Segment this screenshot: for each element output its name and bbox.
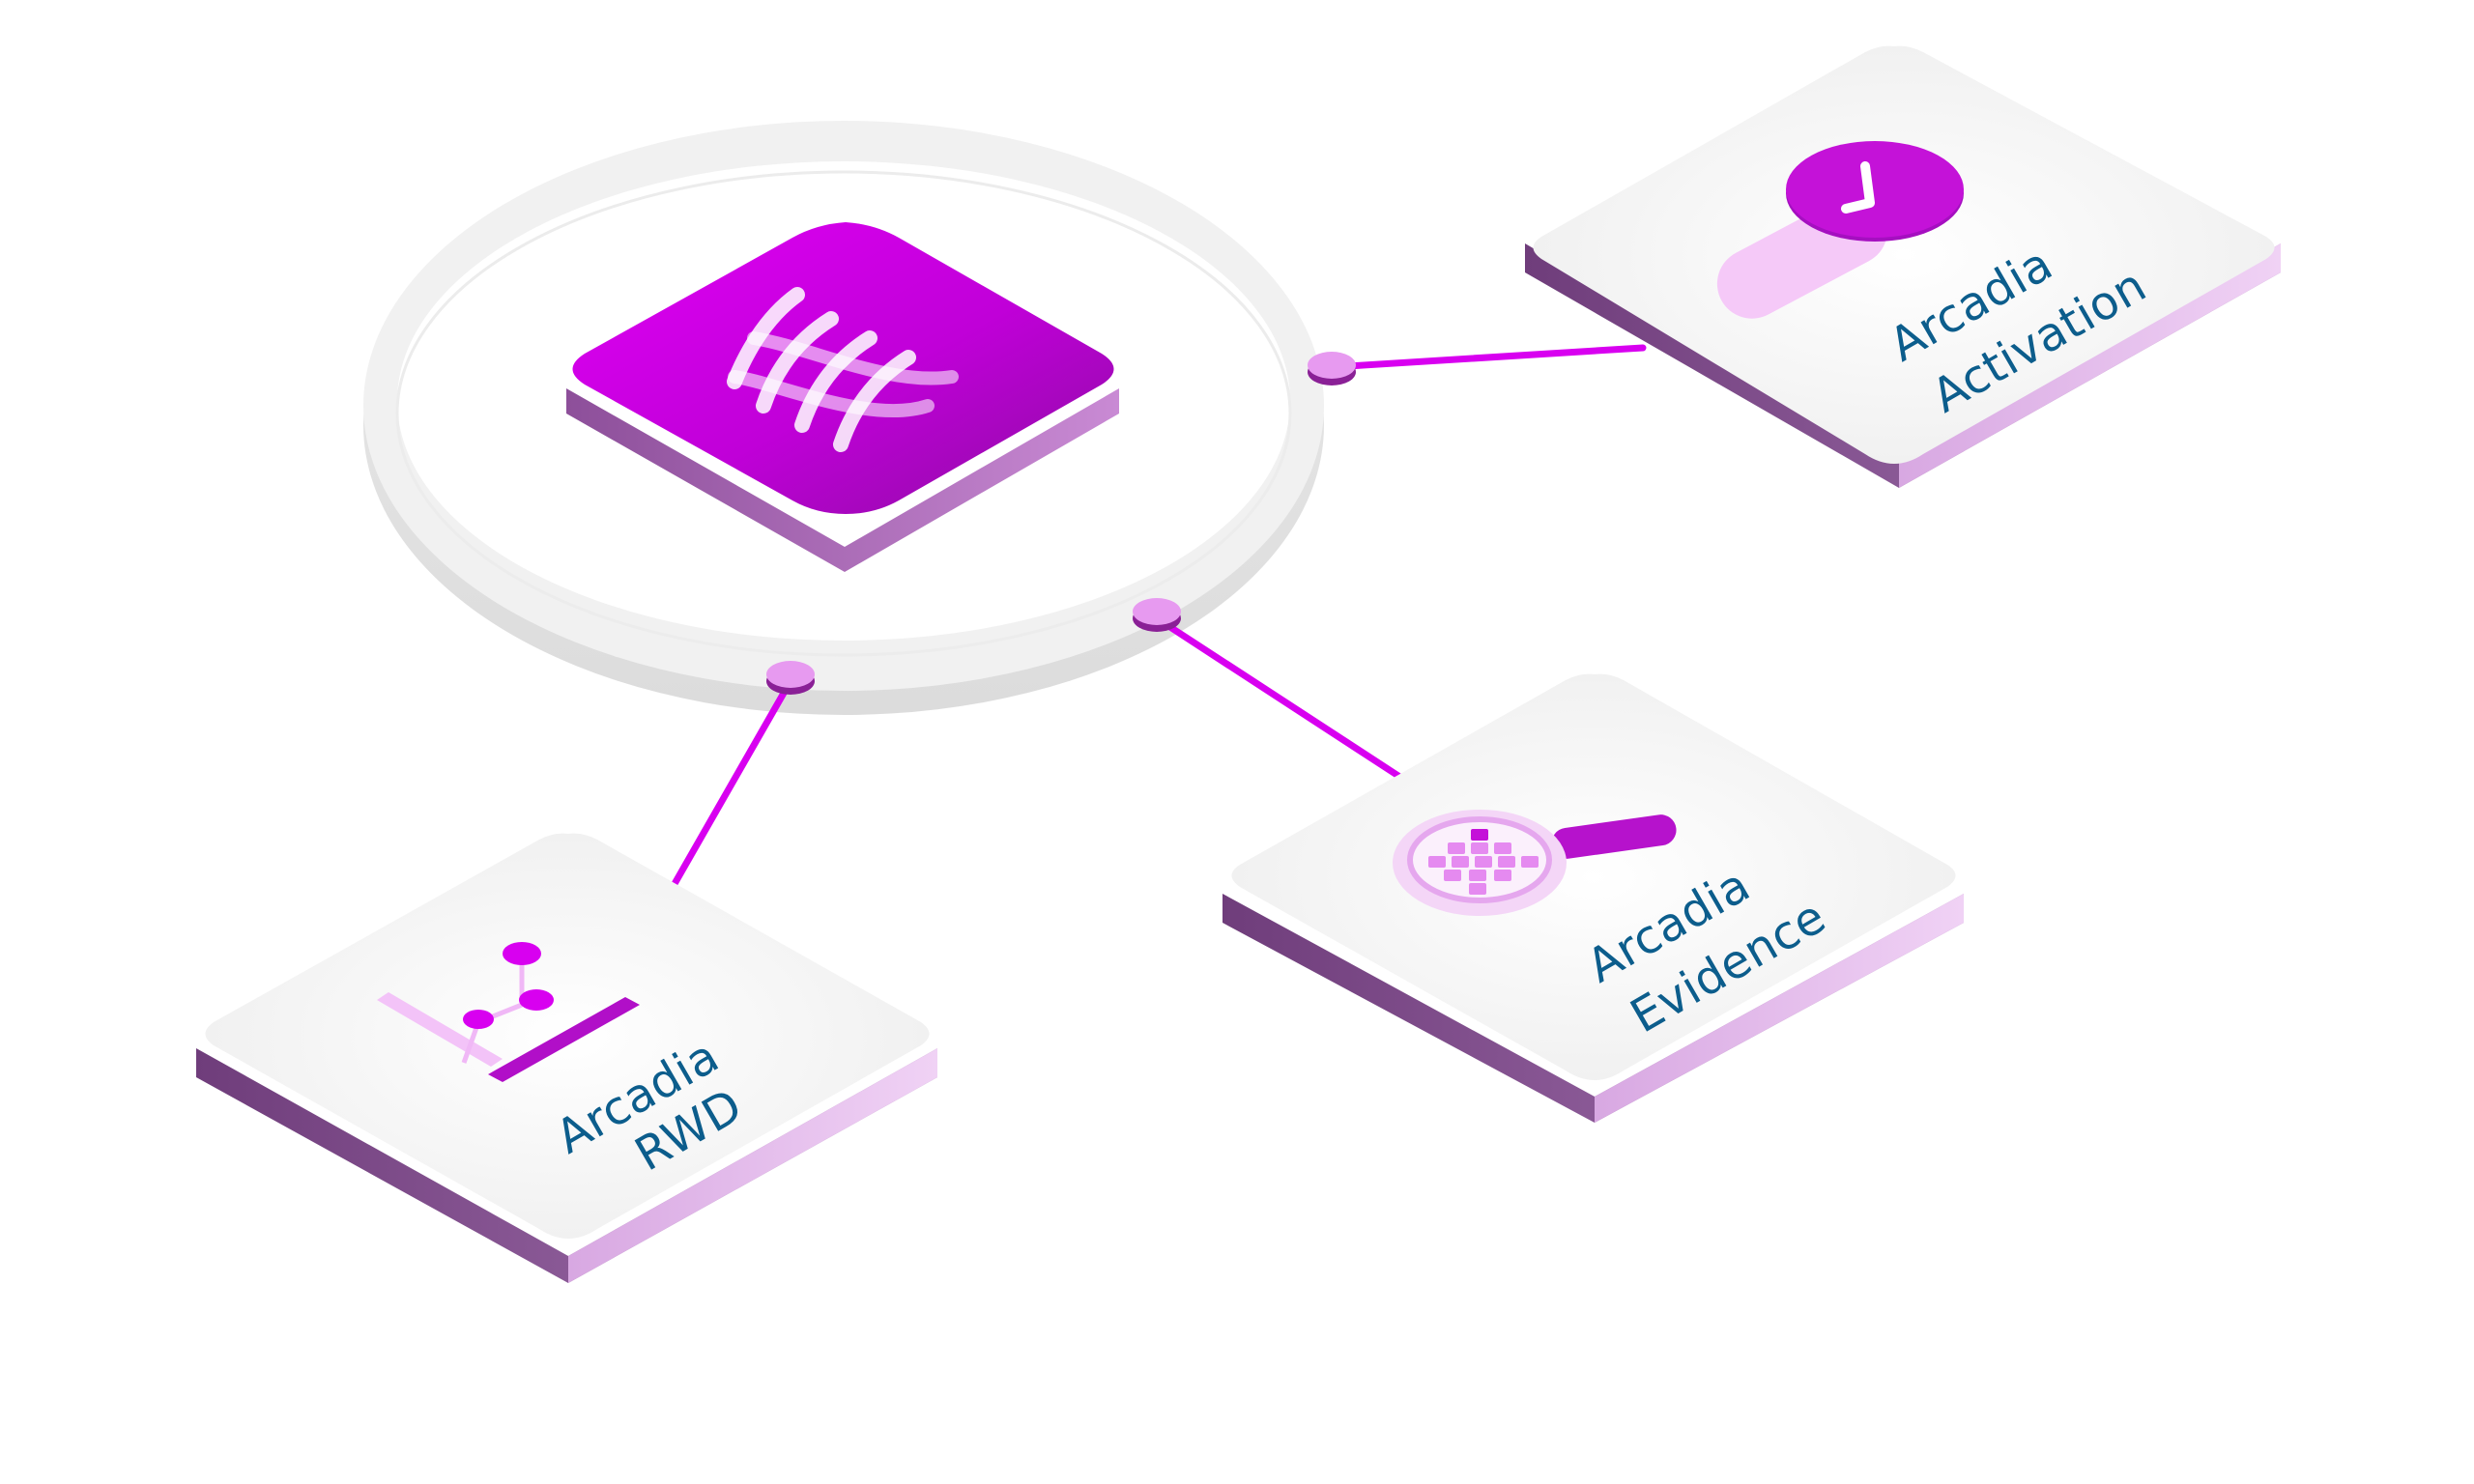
card-activation[interactable]: Arcadia Activation bbox=[1525, 45, 2281, 488]
data-chart-icon bbox=[377, 942, 640, 1082]
toggle-switch-icon bbox=[1716, 141, 1964, 319]
node-rwd bbox=[766, 661, 815, 695]
connector-nodes bbox=[766, 352, 1356, 695]
connector-activation bbox=[1328, 344, 1647, 371]
arcadia-wave-logo-icon bbox=[727, 287, 959, 452]
hub-tile bbox=[566, 222, 1119, 572]
connector-rwd bbox=[668, 677, 794, 893]
card-evidence[interactable]: Arcadia Evidence bbox=[1223, 673, 1964, 1123]
magnifier-grid-icon bbox=[1393, 810, 1677, 916]
card-rwd[interactable]: Arcadia RWD bbox=[196, 833, 937, 1283]
node-activation bbox=[1308, 352, 1356, 385]
connector-lines bbox=[668, 344, 1647, 893]
connector-evidence bbox=[1153, 614, 1405, 782]
node-evidence bbox=[1133, 598, 1181, 632]
